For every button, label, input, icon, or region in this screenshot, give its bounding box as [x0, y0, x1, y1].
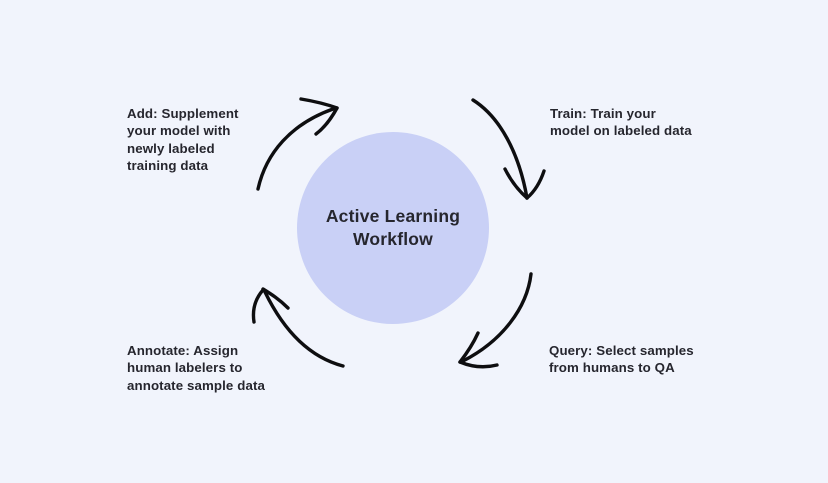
- workflow-circle: Active Learning Workflow: [297, 132, 489, 324]
- step-label-annotate-line: human labelers to: [127, 360, 243, 376]
- step-label-train-line: model on labeled data: [550, 123, 692, 139]
- step-label-query-line: Query: Select samples: [549, 343, 694, 358]
- diagram-title: Active Learning Workflow: [326, 205, 460, 251]
- step-label-annotate-line: annotate sample data: [127, 377, 265, 393]
- arrow-add-to-train-icon: [256, 97, 339, 191]
- step-label-add-line: training data: [127, 158, 209, 174]
- step-label-add-line: your model with: [127, 123, 231, 139]
- step-label-add-line: newly labeled: [127, 140, 215, 156]
- step-label-train-line: Train: Train your: [550, 106, 656, 121]
- step-label-query: Query: Select samples from humans to QA: [549, 342, 694, 377]
- arrow-annotate-to-add-icon: [251, 287, 345, 368]
- arrow-query-to-annotate-icon: [458, 272, 533, 369]
- step-label-train: Train: Train your model on labeled data: [550, 105, 692, 140]
- step-label-add-line: Add: Supplement: [127, 106, 239, 121]
- step-label-annotate-line: Annotate: Assign: [127, 343, 239, 358]
- step-label-add: Add: Supplement your model with newly la…: [127, 105, 239, 175]
- arrow-train-to-query-icon: [471, 98, 546, 200]
- step-label-query-line: from humans to QA: [549, 360, 675, 376]
- step-label-annotate: Annotate: Assign human labelers to annot…: [127, 342, 265, 394]
- diagram-title-line: Workflow: [352, 229, 433, 249]
- diagram-title-line: Active Learning: [325, 206, 461, 226]
